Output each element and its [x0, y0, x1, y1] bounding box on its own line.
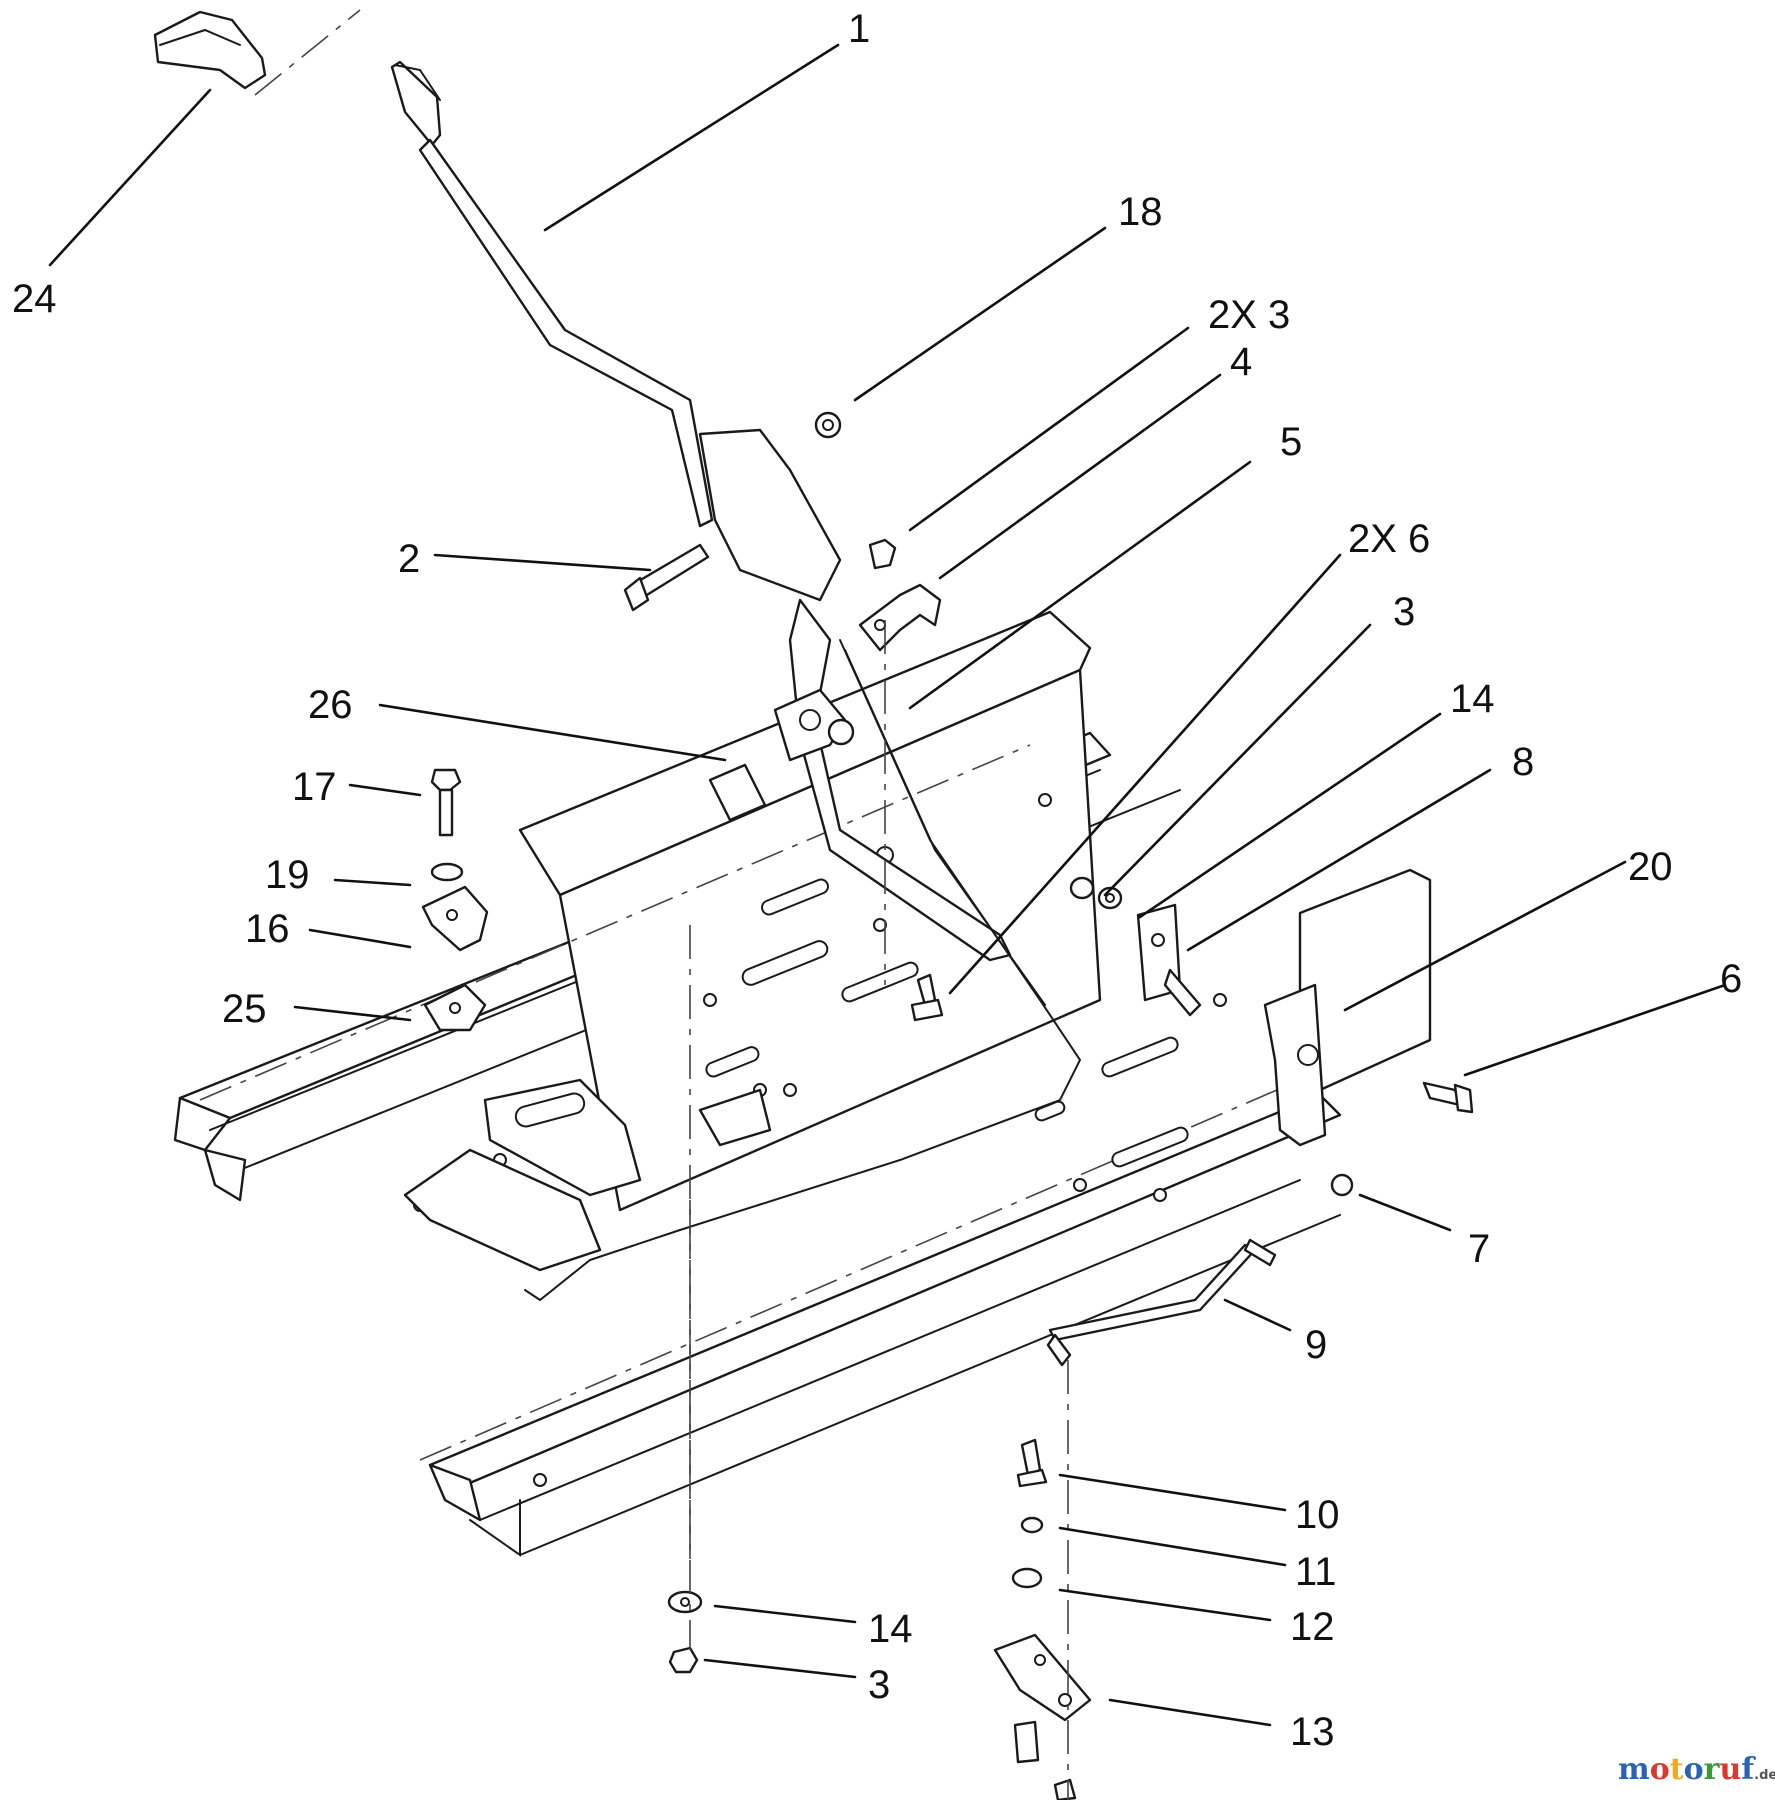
rod-part-9: [1046, 1238, 1277, 1367]
lift-lever: [390, 60, 1012, 962]
seat-mount-bracket: [403, 1078, 772, 1272]
callout-1: 1: [848, 7, 870, 51]
seat-hardware-stack: [421, 768, 489, 1032]
callout-9: 9: [1305, 1323, 1327, 1367]
lever-knob: [153, 10, 267, 90]
callout-2x6: 2X 6: [1348, 517, 1430, 561]
callout-10: 10: [1295, 1493, 1340, 1537]
watermark-letter: m: [1618, 1752, 1650, 1787]
watermark-suffix: .de: [1754, 1768, 1775, 1783]
callout-26: 26: [308, 683, 353, 727]
watermark-letter: f: [1741, 1752, 1755, 1787]
watermark-letter: u: [1719, 1752, 1742, 1787]
callout-20: 20: [1628, 845, 1673, 889]
callout-3: 3: [1393, 590, 1415, 634]
callout-13: 13: [1290, 1710, 1335, 1754]
callout-4: 4: [1230, 340, 1252, 384]
callout-11: 11: [1295, 1550, 1337, 1594]
callout-17: 17: [292, 765, 337, 809]
clamp-part-4: [858, 538, 942, 652]
site-watermark: motoruf.de: [1618, 1752, 1775, 1787]
bolt-part-6-center: [910, 973, 944, 1022]
callout-7: 7: [1468, 1227, 1490, 1271]
bracket-part-20: [1263, 868, 1432, 1147]
callout-2x3: 2X 3: [1208, 293, 1290, 337]
callout-19: 19: [265, 853, 310, 897]
pivot-bushing-part-26: [708, 688, 855, 822]
nut-and-washer-pair: [1069, 876, 1123, 910]
nut-part-18: [814, 411, 842, 439]
callout-24: 24: [12, 277, 57, 321]
callout-14-lower: 14: [868, 1607, 913, 1651]
watermark-letter: o: [1649, 1752, 1670, 1787]
callout-16: 16: [245, 907, 290, 951]
bottom-washer-nut: [667, 1590, 703, 1674]
bracket-part-8: [1136, 903, 1202, 1017]
callout-12: 12: [1290, 1605, 1335, 1649]
bolt-part-2: [623, 543, 710, 612]
leader-lines: [48, 43, 1727, 1727]
watermark-letter: o: [1683, 1752, 1704, 1787]
bolt-part-6-right: [1330, 1081, 1474, 1197]
callout-labels: 1 24 18 2X 3 4 5 2 2X 6 3 14 8 20 6 7 9 …: [12, 7, 1742, 1754]
frame-rails: [173, 610, 1342, 1560]
callout-18: 18: [1118, 190, 1163, 234]
callout-8: 8: [1512, 740, 1534, 784]
callout-2: 2: [398, 537, 420, 581]
callout-14-upper: 14: [1450, 677, 1495, 721]
callout-5: 5: [1280, 420, 1302, 464]
assembly-centerlines: [254, 9, 1069, 1800]
watermark-letter: r: [1703, 1752, 1720, 1787]
lower-hardware-stack: [993, 1438, 1092, 1800]
callout-3-lower: 3: [868, 1663, 890, 1707]
watermark-logo: motoruf: [1618, 1752, 1754, 1787]
control-cable: [524, 639, 1082, 1302]
callout-6: 6: [1720, 957, 1742, 1001]
callout-25: 25: [222, 987, 267, 1031]
watermark-letter: t: [1669, 1752, 1684, 1787]
